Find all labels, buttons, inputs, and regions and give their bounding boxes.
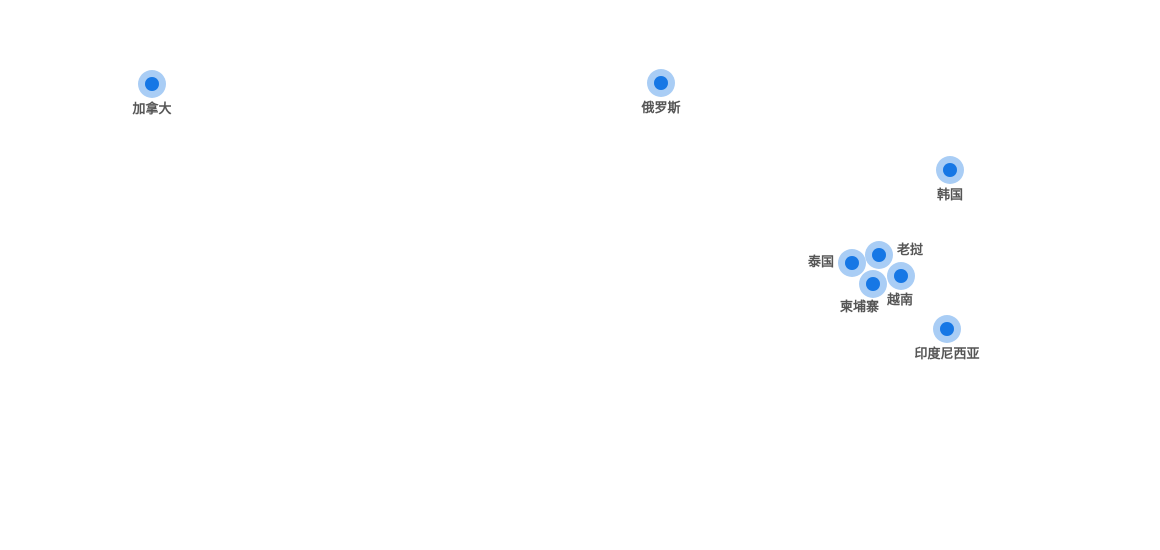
marker-label-russia: 俄罗斯 xyxy=(641,101,681,116)
marker-dot xyxy=(145,77,159,91)
marker-dot xyxy=(894,269,908,283)
marker-label-korea: 韩国 xyxy=(936,188,964,203)
marker-dot xyxy=(940,322,954,336)
marker-label-indonesia: 印度尼西亚 xyxy=(914,347,980,362)
marker-dot xyxy=(943,163,957,177)
marker-dot xyxy=(872,248,886,262)
marker-dot xyxy=(845,256,859,270)
marker-label-vietnam: 越南 xyxy=(887,293,914,308)
marker-dot xyxy=(654,76,668,90)
marker-label-cambodia: 柬埔寨 xyxy=(839,300,879,315)
marker-dot xyxy=(866,277,880,291)
marker-label-laos: 老挝 xyxy=(897,243,924,258)
marker-label-thailand: 泰国 xyxy=(807,255,834,270)
marker-label-canada: 加拿大 xyxy=(132,102,172,117)
